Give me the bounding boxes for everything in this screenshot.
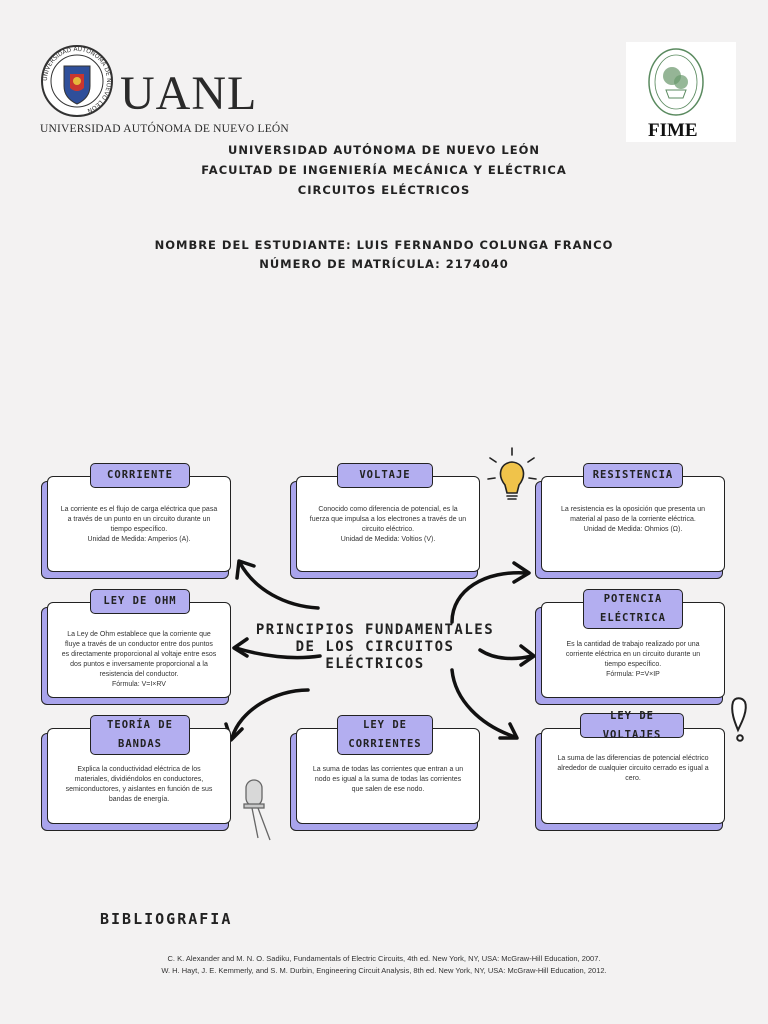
arrow-to-resistencia-head (512, 561, 531, 584)
node-bandas-body: Explica la conductividad eléctrica de lo… (65, 766, 213, 803)
node-bandas-title: TEORÍA DE BANDAS (90, 715, 190, 755)
uanl-logo-subtitle: UNIVERSIDAD AUTÓNOMA DE NUEVO LEÓN (40, 123, 289, 135)
arrow-to-ley-ohm-head (232, 637, 249, 658)
node-potencia-title: POTENCIA ELÉCTRICA (583, 589, 683, 629)
fime-seal-icon (648, 48, 704, 116)
node-voltajes-body: La suma de las diferencias de potencial … (557, 755, 709, 782)
node-voltajes-title: LEY DE VOLTAJES (580, 710, 684, 741)
arrow-to-voltajes-head (498, 722, 519, 740)
arrow-to-potencia-head (519, 644, 536, 667)
node-corriente-body: La corriente es el flujo de carga eléctr… (60, 506, 218, 543)
arrow-to-resistencia (450, 570, 529, 624)
fime-logo (626, 42, 736, 142)
student-name: NOMBRE DEL ESTUDIANTE: LUIS FERNANDO COL… (154, 238, 614, 252)
uanl-logo-text: UANL (120, 67, 258, 120)
node-voltaje-body: Conocido como diferencia de potencial, e… (309, 506, 467, 543)
node-potencia-body: Es la cantidad de trabajo realizado por … (565, 641, 701, 678)
fime-logo-text: FIME (648, 120, 698, 141)
header-faculty: FACULTAD DE INGENIERÍA MECÁNICA Y ELÉCTR… (201, 163, 567, 177)
arrow-to-voltajes (450, 668, 517, 739)
node-voltaje-title: VOLTAJE (337, 463, 433, 488)
header-course: CIRCUITOS ELÉCTRICOS (297, 183, 471, 197)
node-corriente-title: CORRIENTE (90, 463, 190, 488)
node-ley-ohm-title: LEY DE OHM (90, 589, 190, 614)
exclamation-icon (731, 697, 747, 742)
node-resistencia-body: La resistencia es la oposición que prese… (561, 506, 705, 533)
node-resistencia-title: RESISTENCIA (583, 463, 683, 488)
node-ley-ohm-body: La Ley de Ohm establece que la corriente… (61, 631, 217, 688)
arrow-to-corriente-head (235, 559, 256, 580)
bibliography-title: BIBLIOGRAFIA (100, 910, 233, 928)
student-id: NÚMERO DE MATRÍCULA: 2174040 (259, 257, 509, 271)
led-icon (243, 779, 271, 841)
node-corrientes-body: La suma de todas las corrientes que entr… (312, 766, 464, 793)
header-university: UNIVERSIDAD AUTÓNOMA DE NUEVO LEÓN (228, 143, 540, 157)
bibliography-ref: W. H. Hayt, J. E. Kemmerly, and S. M. Du… (161, 966, 607, 975)
uanl-seal-logo: UNIVERSIDAD AUTÓNOMA DE NUEVO LEÓN (41, 45, 113, 117)
lightbulb-icon (487, 447, 537, 500)
node-corrientes-title: LEY DE CORRIENTES (337, 715, 433, 755)
center-topic: PRINCIPIOS FUNDAMENTALES DE LOS CIRCUITO… (255, 622, 495, 672)
bibliography-ref: C. K. Alexander and M. N. O. Sadiku, Fun… (167, 954, 601, 963)
